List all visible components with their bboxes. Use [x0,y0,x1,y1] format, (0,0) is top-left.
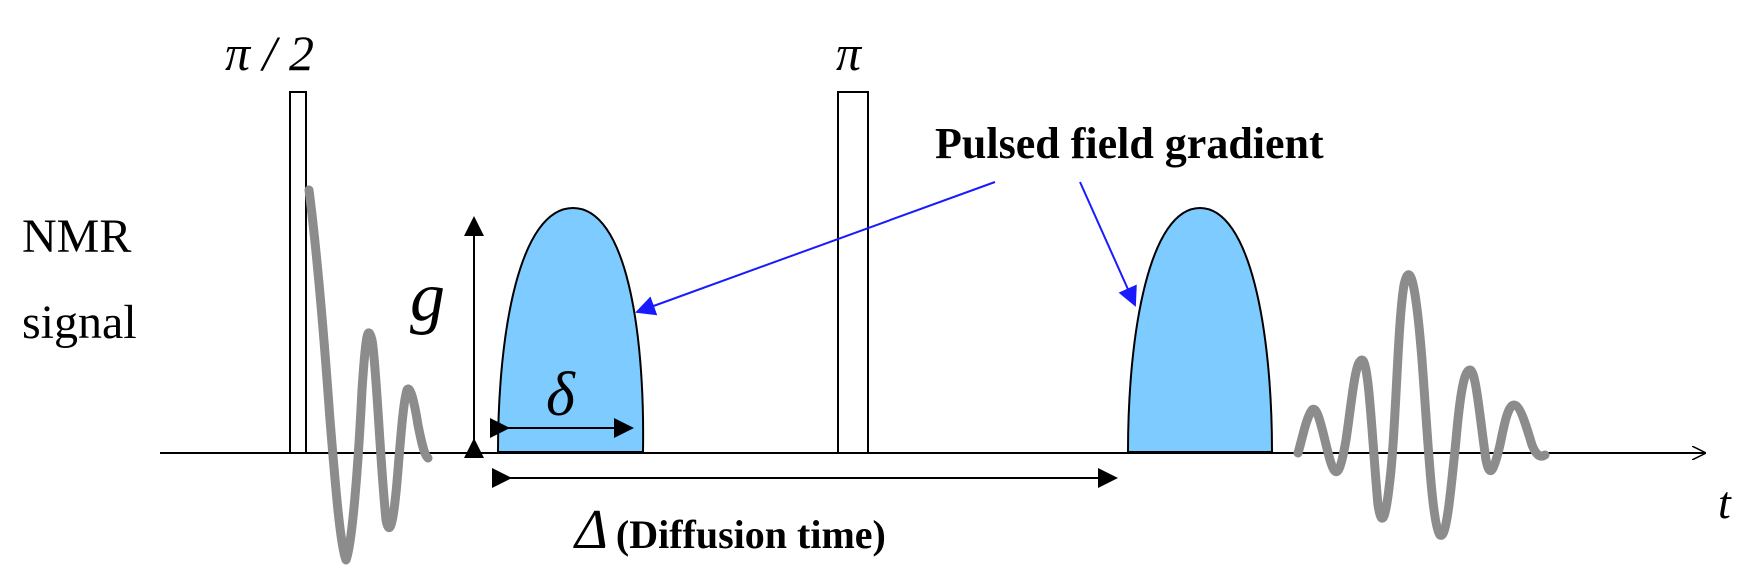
nmr-signal-label: NMR signal [22,210,143,349]
diffusion-time-label: Δ (Diffusion time) [573,499,886,561]
time-axis-label: t [1718,477,1732,528]
gradient-pulse-1 [496,206,645,453]
gradient-pointer-arrow-2 [1079,181,1137,307]
delta-symbol: δ [546,361,576,429]
pulse-180 [837,91,869,454]
echo-signal [1293,270,1550,540]
g-symbol: g [410,259,445,336]
gradient-pulse-2 [1126,206,1274,453]
pulse-90 [289,91,307,454]
diffusion-time-text: (Diffusion time) [616,512,886,557]
pulse-180-label: π [836,25,863,81]
pulse-90-label: π / 2 [225,25,314,81]
pulsed-field-gradient-label: Pulsed field gradient [935,119,1324,168]
fid-signal [304,185,433,565]
gradient-pointer-arrow-1 [635,181,996,316]
Delta-symbol: Δ [573,499,608,561]
nmr-signal-line2: signal [22,296,137,349]
nmr-signal-line1: NMR [22,210,131,263]
